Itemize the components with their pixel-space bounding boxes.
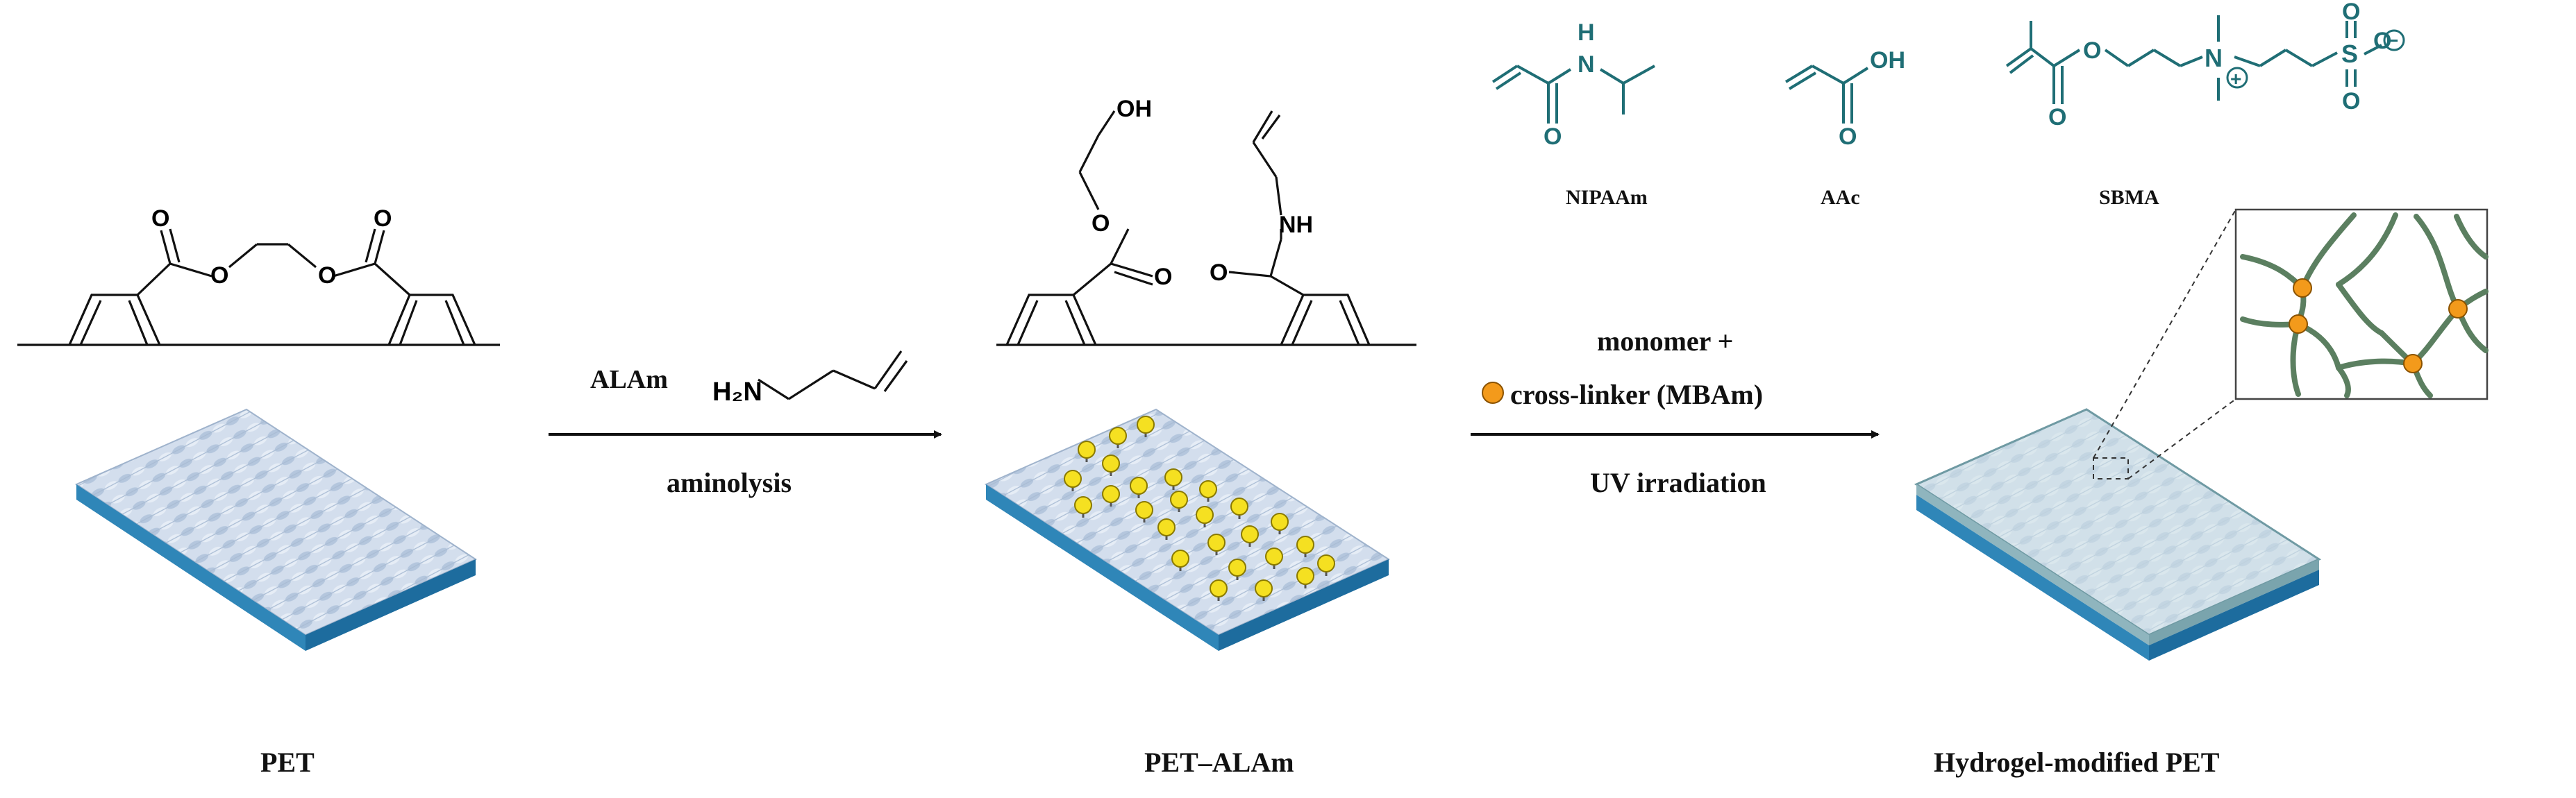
allyl-groups	[1064, 416, 1335, 601]
hydrogel-pet-label: Hydrogel-modified PET	[1934, 747, 2220, 778]
hydrogel-network-inset	[2234, 208, 2489, 400]
allyl-group-ball	[1170, 491, 1188, 509]
crosslinker-dot	[1482, 382, 1504, 404]
allyl-group-ball	[1135, 501, 1153, 519]
pet-structure	[17, 228, 500, 346]
atom-n: N	[2205, 44, 2223, 72]
pet-fabric	[74, 408, 478, 651]
pet-alam-fabric	[984, 408, 1391, 651]
allyl-group-ball	[1196, 506, 1214, 524]
pet-alam-structure	[996, 110, 1416, 346]
allyl-group-ball	[1241, 525, 1259, 543]
crosslinker-label: cross-linker (MBAm)	[1510, 379, 1764, 410]
allylamine-structure	[758, 350, 908, 400]
allyl-group-ball	[1102, 485, 1120, 503]
allyl-group-ball	[1064, 470, 1082, 488]
hydrogel-fabric	[1914, 408, 2322, 661]
allyl-group-ball	[1210, 579, 1228, 597]
pet-alam-atom-labels: OH O O NH O	[1092, 96, 1313, 290]
allyl-group-ball	[1199, 480, 1217, 498]
sbma-structure	[2005, 15, 2405, 104]
allyl-group-ball	[1078, 441, 1096, 459]
atom-o: O	[1839, 124, 1857, 150]
atom-o: O	[1154, 264, 1172, 290]
allyl-group-ball	[1296, 536, 1314, 554]
atom-oh: OH	[1116, 96, 1152, 122]
atom-h: H	[1578, 19, 1595, 46]
allyl-group-ball	[1164, 468, 1182, 486]
pet-atom-labels: O O O O	[151, 205, 392, 289]
allyl-group-ball	[1228, 559, 1246, 577]
pet-alam-label: PET–ALAm	[1144, 747, 1294, 778]
atom-o: O	[1092, 210, 1110, 237]
atom-o: O	[318, 262, 336, 289]
atom-o: O	[2373, 28, 2391, 54]
nipaam-structure	[1491, 65, 1655, 124]
monomer-name-sbma: SBMA	[2099, 186, 2159, 209]
atom-nh: NH	[1279, 212, 1313, 238]
monomer-name-aac: AAc	[1821, 186, 1860, 209]
uv-irradiation-label: UV irradiation	[1590, 467, 1766, 498]
nipaam-atoms: H N O	[1544, 19, 1595, 150]
allyl-group-ball	[1074, 496, 1092, 514]
allyl-group-ball	[1171, 550, 1189, 568]
allyl-group-ball	[1317, 554, 1335, 572]
minus-charge: −	[2387, 30, 2398, 51]
atom-o: O	[1544, 124, 1562, 150]
zoom-indicator	[2093, 209, 2236, 479]
allyl-group-ball	[1265, 547, 1283, 566]
atom-o: O	[2342, 0, 2360, 25]
monomer-name-nipaam: NIPAAm	[1566, 186, 1648, 209]
allyl-group-ball	[1102, 455, 1120, 473]
allyl-group-ball	[1109, 427, 1127, 445]
alam-reagent-label: ALAm	[590, 365, 668, 394]
atom-o: O	[1210, 260, 1228, 286]
pet-label: PET	[260, 747, 315, 778]
atom-o: O	[210, 262, 228, 289]
monomer-plus-label: monomer +	[1597, 325, 1734, 357]
allyl-group-ball	[1271, 513, 1289, 531]
atom-o: O	[2083, 37, 2101, 64]
allyl-group-ball	[1255, 579, 1273, 597]
allyl-group-ball	[1207, 534, 1226, 552]
aminolysis-label: aminolysis	[667, 467, 792, 498]
allyl-group-ball	[1157, 518, 1176, 536]
allyl-group-ball	[1130, 477, 1148, 495]
atom-o: O	[2048, 104, 2066, 130]
plus-charge: +	[2230, 68, 2241, 90]
aac-atoms: OH O	[1839, 47, 1905, 150]
atom-h2n: H₂N	[712, 377, 762, 407]
aac-structure	[1784, 65, 1869, 124]
sbma-atoms: O O N + S O O O −	[2048, 0, 2398, 130]
allyl-group-ball	[1230, 498, 1248, 516]
atom-o: O	[151, 205, 169, 232]
atom-s: S	[2341, 40, 2358, 68]
allyl-group-ball	[1296, 567, 1314, 585]
atom-o: O	[2342, 88, 2360, 114]
atom-n: N	[1578, 51, 1595, 78]
atom-oh: OH	[1870, 47, 1905, 74]
atom-o: O	[374, 205, 392, 232]
allyl-group-ball	[1137, 416, 1155, 434]
